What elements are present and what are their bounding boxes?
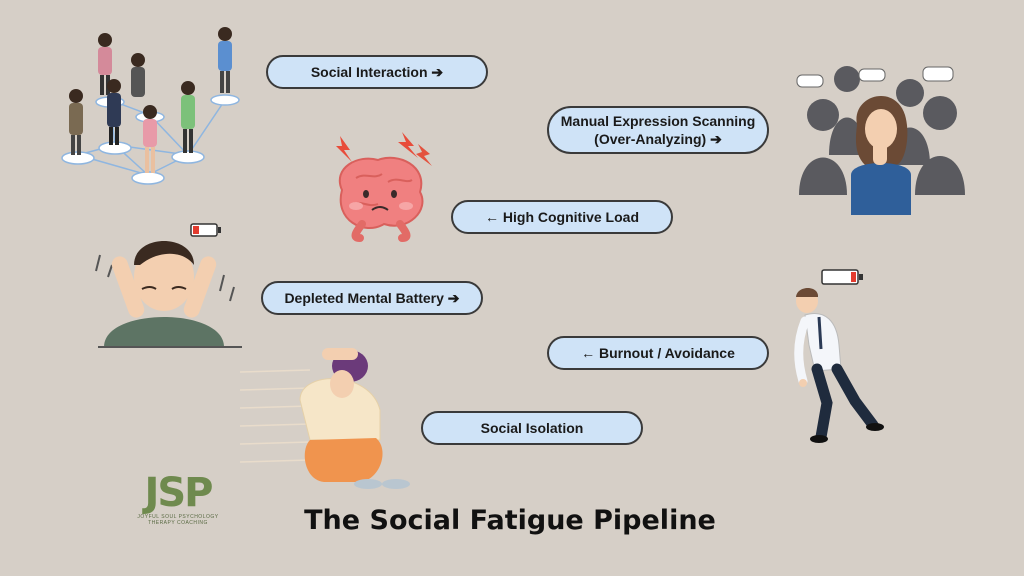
low-battery-icon bbox=[190, 223, 221, 237]
step-label: Social Isolation bbox=[480, 420, 584, 436]
page-title: The Social Fatigue Pipeline bbox=[304, 505, 716, 536]
burnout-man-icon bbox=[794, 288, 884, 443]
logo-letters: JSP bbox=[144, 470, 213, 516]
step-label: Manual Expression Scanning bbox=[560, 113, 756, 129]
step-label: Social Interaction ➔ bbox=[310, 64, 444, 80]
step-burnout-avoidance: ← Burnout / Avoidance bbox=[547, 336, 769, 370]
step-social-isolation: Social Isolation bbox=[421, 411, 643, 445]
step-manual-expression-scanning: Manual Expression Scanning (Over-Analyzi… bbox=[547, 106, 769, 154]
step-label: ← Burnout / Avoidance bbox=[581, 345, 735, 361]
isolated-person-icon bbox=[240, 348, 410, 489]
step-label-sub: (Over-Analyzing) ➔ bbox=[594, 131, 722, 147]
stressed-brain-icon bbox=[336, 132, 432, 242]
logo-tagline: JOYFUL SOUL PSYCHOLOGY THERAPY COACHING bbox=[137, 514, 219, 526]
step-label: ← High Cognitive Load bbox=[485, 209, 639, 225]
jsp-logo: JSP JOYFUL SOUL PSYCHOLOGY THERAPY COACH… bbox=[128, 470, 228, 526]
tired-man-icon bbox=[95, 241, 242, 348]
step-high-cognitive-load: ← High Cognitive Load bbox=[451, 200, 673, 234]
low-battery-icon bbox=[821, 269, 863, 285]
step-label: Depleted Mental Battery ➔ bbox=[284, 290, 460, 306]
anxious-woman-icon bbox=[796, 66, 965, 215]
crowd-network-icon bbox=[61, 27, 240, 185]
step-social-interaction: Social Interaction ➔ bbox=[266, 55, 488, 89]
step-depleted-mental-battery: Depleted Mental Battery ➔ bbox=[261, 281, 483, 315]
